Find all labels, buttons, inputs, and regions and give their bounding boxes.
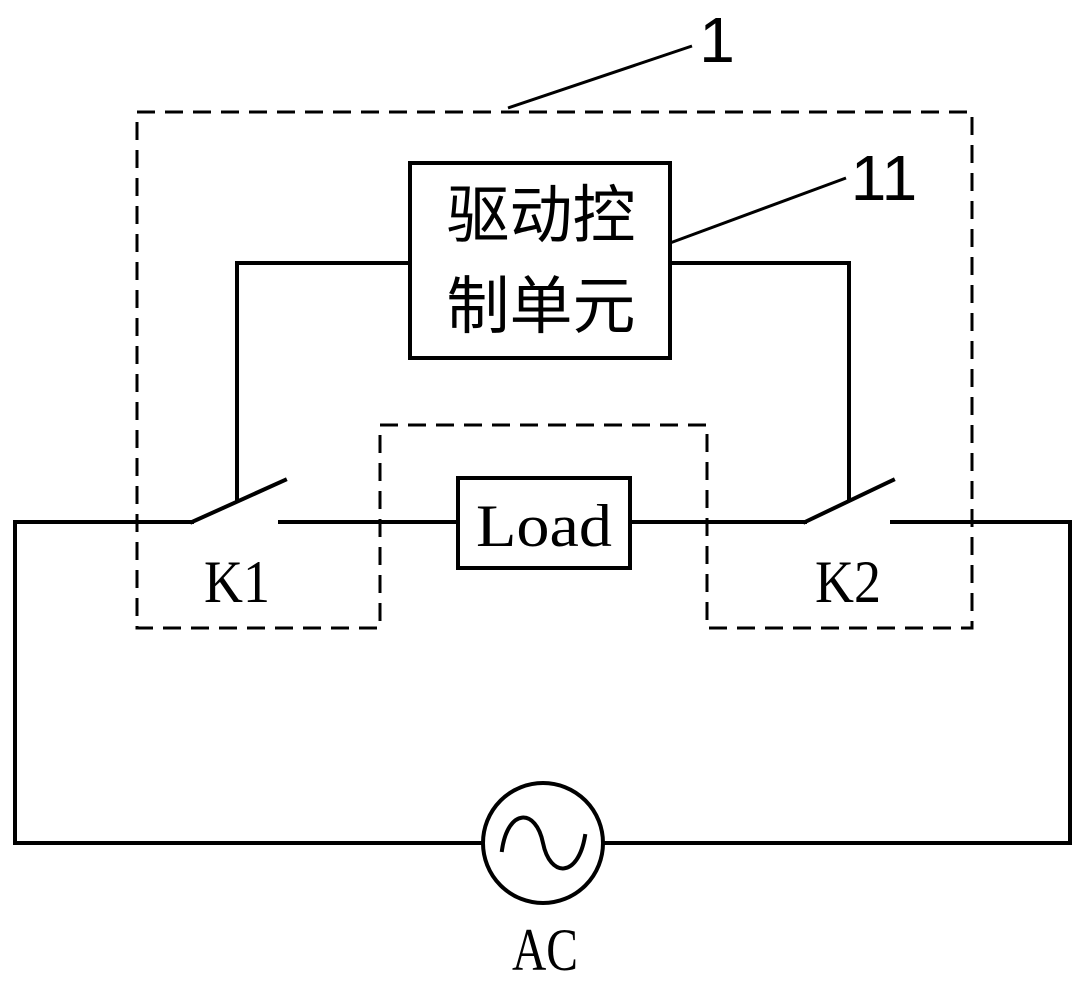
- control-unit-leader-line: [669, 176, 847, 245]
- module-leader-line: [507, 44, 693, 110]
- load-label: Load: [476, 493, 612, 559]
- control-wire-k1: [235, 261, 412, 502]
- ac-source-circle: [481, 781, 605, 905]
- ac-source-label: AC: [512, 917, 578, 983]
- control-unit-reference-label: 11: [851, 142, 917, 214]
- switch-k2: K2: [802, 477, 896, 615]
- load: Load: [456, 476, 632, 570]
- control-unit-reference: 11: [669, 142, 917, 245]
- control-unit-box: [408, 161, 672, 360]
- switch-k1-label: K1: [204, 549, 270, 615]
- sine-wave-icon: [499, 815, 588, 871]
- module-reference: 1: [507, 4, 735, 110]
- switch-k1: K1: [189, 477, 288, 615]
- control-unit-text-line-1: 驱动控: [447, 179, 636, 252]
- switch-k2-label: K2: [815, 549, 881, 615]
- control-unit-text-line-2: 制单元: [447, 270, 636, 343]
- ac-source: AC: [481, 781, 605, 983]
- control-wire-k2: [668, 261, 851, 502]
- switch-k1-lever: [189, 477, 288, 525]
- switch-k2-lever: [802, 477, 896, 525]
- control-unit: 驱动控 制单元: [408, 161, 672, 360]
- module-reference-label: 1: [699, 4, 735, 76]
